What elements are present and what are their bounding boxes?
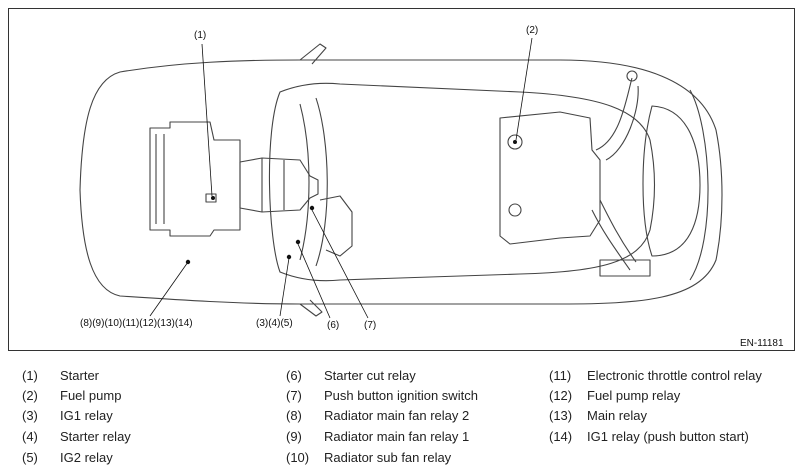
legend-label: Starter cut relay	[324, 368, 416, 383]
legend-number: (2)	[22, 388, 38, 403]
leader-5	[297, 243, 331, 319]
leader-2	[515, 37, 533, 141]
legend-number: (9)	[286, 429, 302, 444]
callout-2: (2)	[526, 25, 539, 36]
legend-number: (4)	[22, 429, 38, 444]
legend-label: Starter relay	[60, 429, 131, 444]
callout-6: (6)	[327, 320, 340, 331]
legend-number: (6)	[286, 368, 302, 383]
engine-block	[149, 121, 241, 237]
legend-label: IG1 relay	[60, 408, 113, 423]
legend-number: (11)	[549, 368, 572, 383]
callout-relays-3-5: (3)(4)(5)	[256, 318, 293, 329]
leader-1	[201, 43, 213, 197]
legend-label: Radiator sub fan relay	[324, 450, 452, 465]
figure-id: EN-11181	[740, 338, 784, 349]
callout-7: (7)	[364, 320, 377, 331]
legend-number: (14)	[549, 429, 573, 444]
transmission	[239, 157, 319, 213]
legend-label: Fuel pump relay	[587, 388, 681, 403]
fuel-pump-component	[507, 134, 523, 150]
legend-number: (10)	[286, 450, 310, 465]
leader-6	[311, 209, 369, 319]
legend-label: Radiator main fan relay 2	[324, 408, 470, 423]
legend-number: (12)	[549, 388, 573, 403]
legend-number: (5)	[22, 450, 38, 465]
callout-relays-8-14: (8)(9)(10)(11)(12)(13)(14)	[80, 318, 193, 329]
legend-label: IG1 relay (push button start)	[587, 429, 749, 444]
legend-number: (1)	[22, 368, 38, 383]
center-console	[319, 195, 353, 257]
leader-3	[149, 261, 189, 317]
callout-1: (1)	[194, 30, 207, 41]
fuel-tank	[499, 111, 601, 245]
legend-number: (8)	[286, 408, 302, 423]
legend-number: (7)	[286, 388, 302, 403]
legend-label: Fuel pump	[60, 388, 122, 403]
legend-label: Electronic throttle control relay	[587, 368, 762, 383]
legend-label: Push button ignition switch	[324, 388, 478, 403]
mirror-right	[299, 299, 323, 317]
legend-label: IG2 relay	[60, 450, 113, 465]
diagram-frame	[8, 8, 795, 351]
legend-label: Main relay	[587, 408, 647, 423]
windshield	[315, 97, 328, 267]
leader-4	[279, 257, 290, 317]
rear-window	[642, 105, 701, 257]
legend-number: (13)	[549, 408, 573, 423]
legend-label: Radiator main fan relay 1	[324, 429, 470, 444]
legend-label: Starter	[60, 368, 100, 383]
car-body-outline	[79, 59, 723, 305]
legend: (1) Starter (2) Fuel pump (3) IG1 relay (4)…	[0, 362, 804, 472]
legend-number: (3)	[22, 408, 38, 423]
fuel-lines	[591, 77, 639, 271]
mirror-left	[299, 43, 327, 65]
